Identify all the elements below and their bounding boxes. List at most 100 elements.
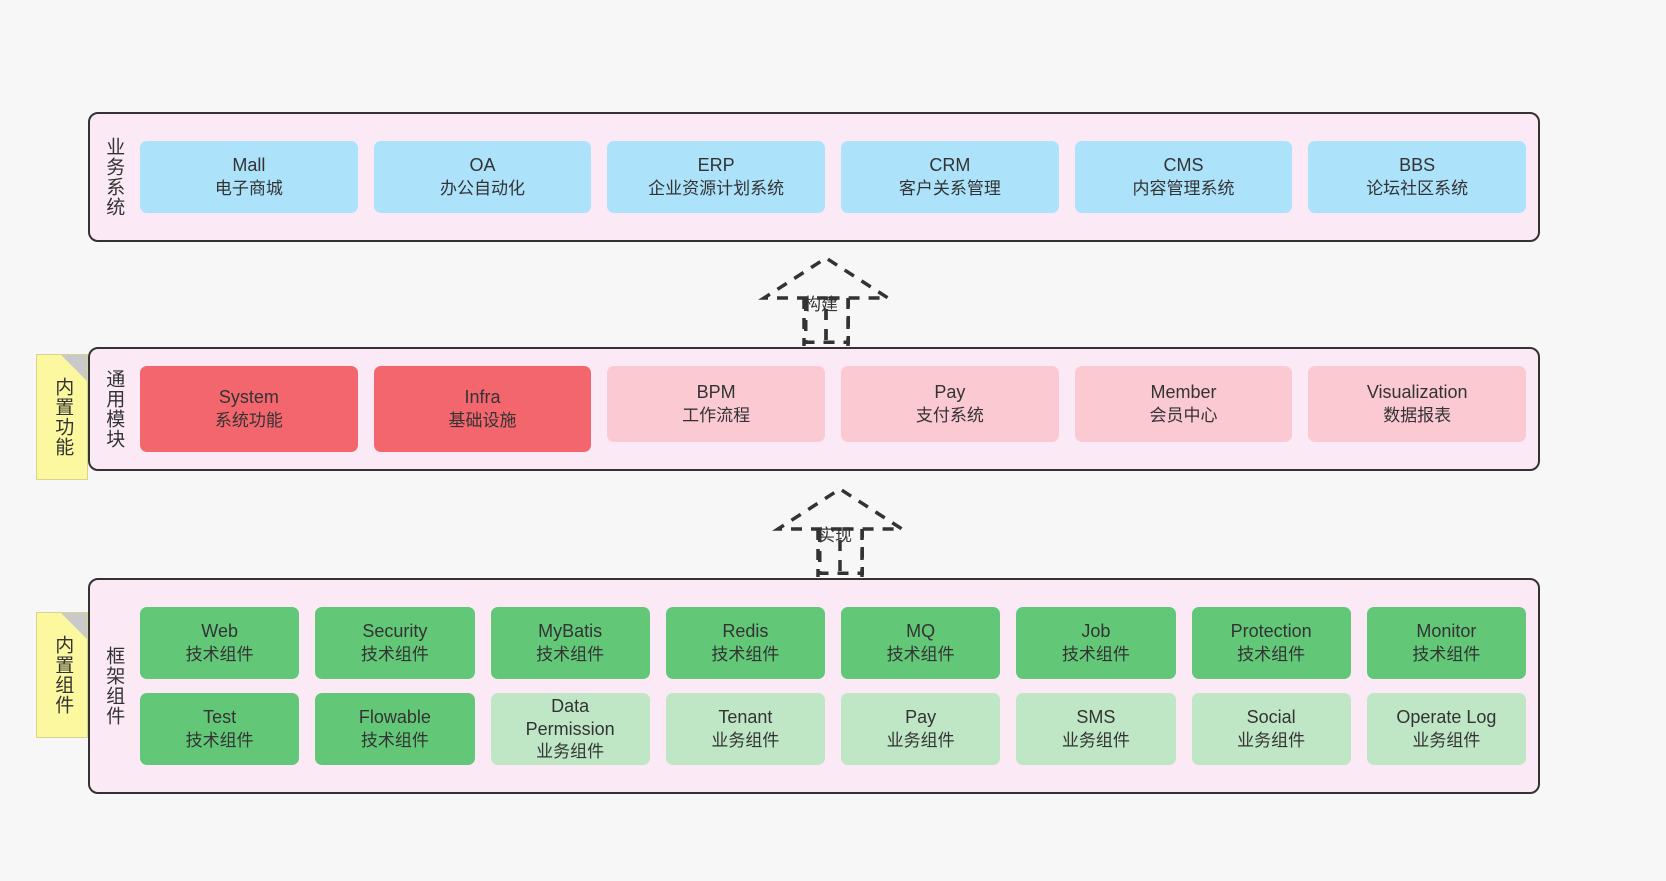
layer-business-body: Mall 电子商城 OA 办公自动化 ERP 企业资源计划系统 CRM 客户关系… xyxy=(136,114,1538,240)
card-bpm[interactable]: BPM 工作流程 xyxy=(607,366,826,442)
card-redis[interactable]: Redis 技术组件 xyxy=(665,607,825,679)
card-subtitle: 论坛社区系统 xyxy=(1366,178,1469,198)
card-social[interactable]: Social 业务组件 xyxy=(1191,693,1351,765)
card-monitor[interactable]: Monitor 技术组件 xyxy=(1366,607,1526,679)
card-subtitle: 业务组件 xyxy=(1061,730,1130,750)
card-title: CRM xyxy=(929,155,971,176)
card-cms[interactable]: CMS 内容管理系统 xyxy=(1074,141,1293,213)
card-test[interactable]: Test 技术组件 xyxy=(140,693,300,765)
card-title: Redis xyxy=(722,621,769,642)
layer-modules-title: 通用模块 xyxy=(103,369,125,449)
card-sms[interactable]: SMS 业务组件 xyxy=(1016,693,1176,765)
card-subtitle: 技术组件 xyxy=(360,730,429,750)
layer-modules-body: System 系统功能 Infra 基础设施 BPM 工作流程 Pay 支付系统… xyxy=(136,349,1538,469)
card-title: Web xyxy=(201,621,238,642)
card-flowable[interactable]: Flowable 技术组件 xyxy=(315,693,475,765)
card-subtitle: 技术组件 xyxy=(1061,644,1130,664)
connector-build-label: 构建 xyxy=(804,295,838,314)
card-subtitle: 工作流程 xyxy=(682,405,751,425)
layer-framework-components: 框架组件 Web 技术组件 Security 技术组件 MyBatis 技术组件… xyxy=(88,578,1540,794)
card-title: Job xyxy=(1081,621,1111,642)
card-tenant[interactable]: Tenant 业务组件 xyxy=(665,693,825,765)
connector-build-stem xyxy=(804,300,850,344)
layer-common-modules: 通用模块 System 系统功能 Infra 基础设施 BPM 工作流程 Pay… xyxy=(88,347,1540,471)
card-pay-component[interactable]: Pay 业务组件 xyxy=(841,693,1001,765)
sticky-note-label: 内置组件 xyxy=(52,635,74,715)
sticky-note-label: 内置功能 xyxy=(52,377,74,457)
layer-business-system: 业务系统 Mall 电子商城 OA 办公自动化 ERP 企业资源计划系统 CRM… xyxy=(88,112,1540,242)
card-subtitle: 会员中心 xyxy=(1149,405,1218,425)
card-title: SMS xyxy=(1076,707,1116,728)
card-subtitle: 支付系统 xyxy=(915,405,984,425)
card-protection[interactable]: Protection 技术组件 xyxy=(1191,607,1351,679)
layer-framework-title: 框架组件 xyxy=(103,646,125,726)
note-fold-icon xyxy=(61,613,87,639)
card-title: System xyxy=(218,387,279,408)
card-title: Test xyxy=(203,707,237,728)
connector-implement-label: 实现 xyxy=(818,526,852,545)
card-mall[interactable]: Mall 电子商城 xyxy=(140,141,358,213)
card-mq[interactable]: MQ 技术组件 xyxy=(841,607,1001,679)
business-card-row: Mall 电子商城 OA 办公自动化 ERP 企业资源计划系统 CRM 客户关系… xyxy=(140,141,1527,213)
card-security[interactable]: Security 技术组件 xyxy=(315,607,475,679)
card-title: Monitor xyxy=(1416,621,1477,642)
framework-card-row-business: Test 技术组件 Flowable 技术组件 Data Permission … xyxy=(140,693,1526,765)
card-subtitle: 业务组件 xyxy=(886,730,955,750)
card-system[interactable]: System 系统功能 xyxy=(140,366,358,452)
card-subtitle: 业务组件 xyxy=(536,742,605,762)
card-bbs[interactable]: BBS 论坛社区系统 xyxy=(1308,141,1527,213)
card-title: Pay xyxy=(934,382,966,403)
card-title: MyBatis xyxy=(538,621,603,642)
card-title: BPM xyxy=(696,382,736,403)
card-erp[interactable]: ERP 企业资源计划系统 xyxy=(607,141,826,213)
card-pay-module[interactable]: Pay 支付系统 xyxy=(841,366,1059,442)
card-title: CMS xyxy=(1163,155,1204,176)
card-title: Member xyxy=(1150,382,1217,403)
card-subtitle: 系统功能 xyxy=(214,410,283,430)
card-subtitle: 技术组件 xyxy=(1237,644,1306,664)
card-title: Infra xyxy=(464,387,501,408)
card-infra[interactable]: Infra 基础设施 xyxy=(373,366,592,452)
card-subtitle: 技术组件 xyxy=(360,644,429,664)
card-visualization[interactable]: Visualization 数据报表 xyxy=(1308,366,1527,442)
layer-business-title: 业务系统 xyxy=(103,137,125,217)
card-title: ERP xyxy=(697,155,735,176)
card-data-permission[interactable]: Data Permission 业务组件 xyxy=(490,693,650,765)
card-subtitle: 技术组件 xyxy=(536,644,605,664)
card-title: Protection xyxy=(1230,621,1312,642)
sticky-note-builtin-component: 内置组件 xyxy=(36,612,88,738)
card-subtitle: 数据报表 xyxy=(1383,405,1452,425)
card-job[interactable]: Job 技术组件 xyxy=(1016,607,1176,679)
modules-card-row: System 系统功能 Infra 基础设施 BPM 工作流程 Pay 支付系统… xyxy=(140,366,1527,452)
card-title: Mall xyxy=(232,155,266,176)
card-oa[interactable]: OA 办公自动化 xyxy=(373,141,592,213)
card-title: Operate Log xyxy=(1396,707,1497,728)
card-title: MQ xyxy=(906,621,936,642)
card-subtitle: 技术组件 xyxy=(185,644,254,664)
card-subtitle: 办公自动化 xyxy=(440,178,525,198)
card-title: Tenant xyxy=(718,707,773,728)
card-subtitle: 业务组件 xyxy=(1237,730,1306,750)
card-title: Pay xyxy=(905,707,937,728)
card-subtitle: 企业资源计划系统 xyxy=(648,178,785,198)
note-fold-icon xyxy=(61,355,87,381)
card-subtitle: 内容管理系统 xyxy=(1132,178,1235,198)
framework-card-row-tech: Web 技术组件 Security 技术组件 MyBatis 技术组件 Redi… xyxy=(140,607,1526,679)
card-subtitle: 技术组件 xyxy=(1412,644,1481,664)
card-crm[interactable]: CRM 客户关系管理 xyxy=(841,141,1059,213)
card-member[interactable]: Member 会员中心 xyxy=(1074,366,1293,442)
card-operate-log[interactable]: Operate Log 业务组件 xyxy=(1366,693,1526,765)
card-subtitle: 业务组件 xyxy=(711,730,780,750)
card-title: Data Permission xyxy=(525,695,615,739)
card-subtitle: 电子商城 xyxy=(214,178,283,198)
card-mybatis[interactable]: MyBatis 技术组件 xyxy=(490,607,650,679)
sticky-note-builtin-function: 内置功能 xyxy=(36,354,88,480)
card-subtitle: 基础设施 xyxy=(448,410,517,430)
card-title: Security xyxy=(362,621,428,642)
card-subtitle: 技术组件 xyxy=(886,644,955,664)
card-web[interactable]: Web 技术组件 xyxy=(140,607,300,679)
card-title: BBS xyxy=(1399,155,1436,176)
card-subtitle: 技术组件 xyxy=(185,730,254,750)
card-subtitle: 客户关系管理 xyxy=(898,178,1001,198)
